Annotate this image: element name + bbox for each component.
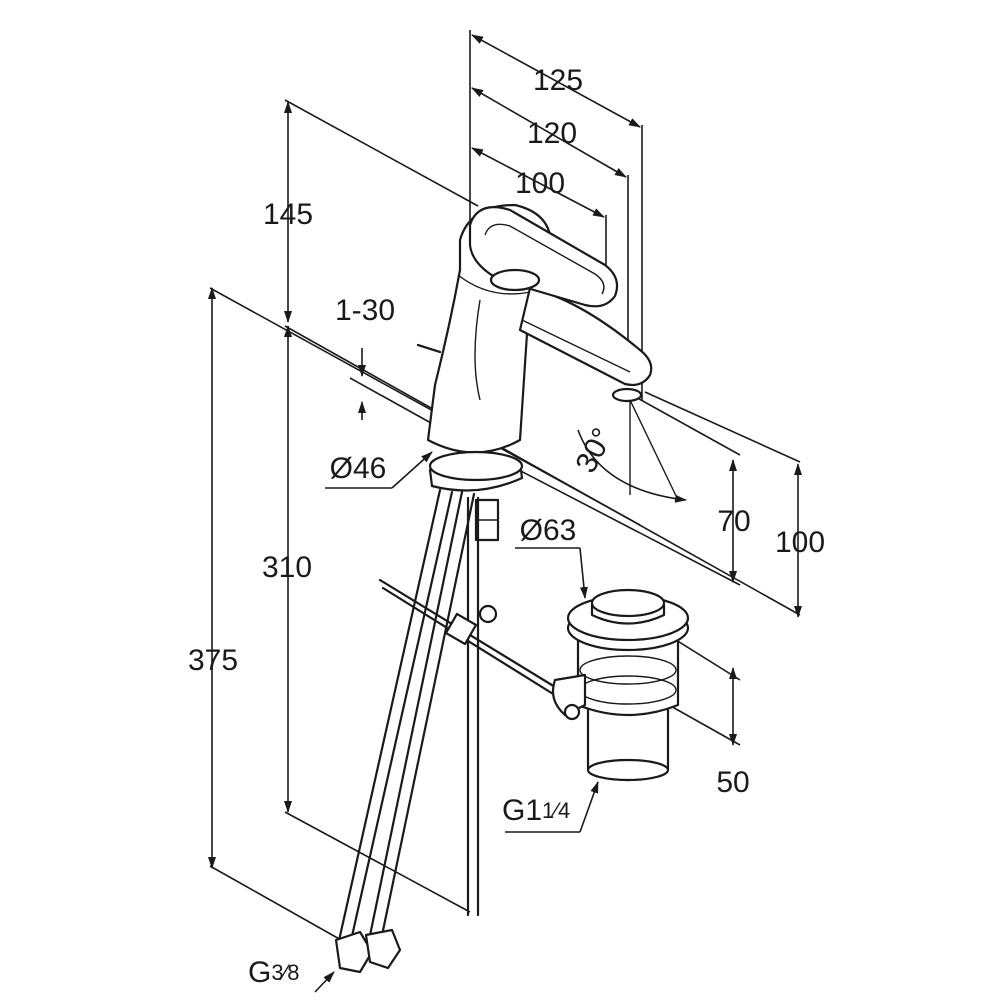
dim-label-145: 145: [263, 198, 313, 231]
hose-thread-leader: [314, 971, 335, 993]
waste-diameter-leader: [515, 547, 588, 599]
spray-angle-indicator: [577, 399, 687, 503]
thread-label-g1-1-4: G11⁄4: [502, 794, 570, 827]
dim-label-1-30: 1-30: [335, 294, 395, 327]
waste-valve: [551, 588, 690, 782]
dim-label-375: 375: [188, 644, 238, 677]
dim-label-d63: Ø63: [520, 514, 577, 547]
dim-label-d46: Ø46: [330, 452, 387, 485]
waste-thread-leader: [505, 781, 599, 833]
dim-label-50: 50: [716, 766, 749, 799]
thread-frac-1-4: 1⁄4: [542, 798, 570, 823]
height-dimensions: [208, 99, 801, 946]
faucet-body: [416, 203, 653, 542]
thread-main-g1: G1: [502, 794, 542, 827]
pop-up-rod: [378, 496, 562, 917]
dim-label-120: 120: [527, 117, 577, 150]
thread-frac-3-8: 3⁄8: [271, 960, 299, 985]
thread-label-g3-8: G3⁄8: [248, 956, 300, 989]
dim-label-100-outlet: 100: [775, 526, 825, 559]
outlet-dimensions: [489, 391, 802, 618]
supply-hoses: [334, 488, 476, 974]
dim-label-310: 310: [262, 551, 312, 584]
deck-thickness-dimension: [349, 348, 441, 429]
dim-line-100: [471, 147, 605, 218]
base-diameter-leader: [325, 451, 433, 489]
dim-label-100: 100: [515, 167, 565, 200]
dim-label-30deg: 30°: [569, 423, 619, 479]
dim-label-125: 125: [533, 64, 583, 97]
thread-main-g: G: [248, 956, 271, 989]
dim-label-70: 70: [717, 505, 750, 538]
